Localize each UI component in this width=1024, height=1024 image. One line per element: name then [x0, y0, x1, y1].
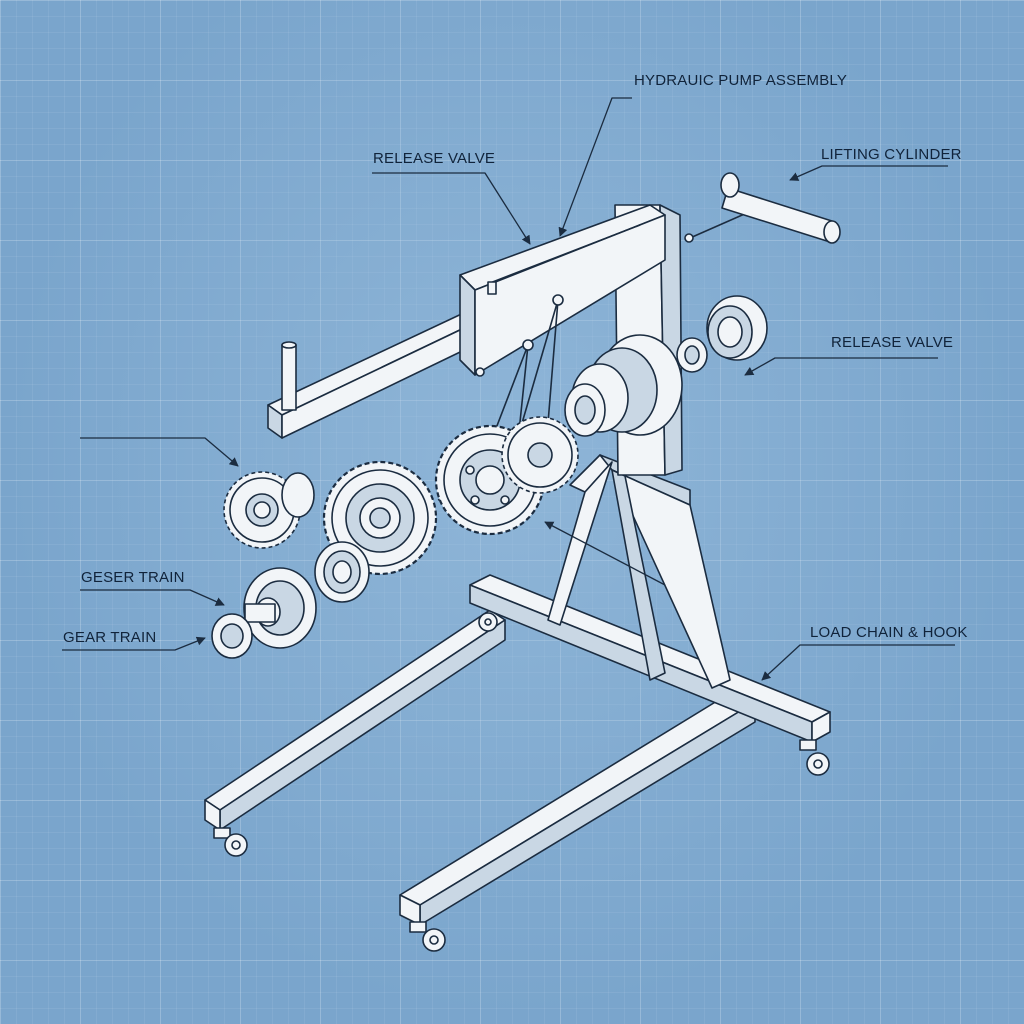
boom-end-post — [281, 341, 297, 411]
label-release-valve-right: RELEASE VALVE — [831, 334, 954, 351]
label-release-valve-top: RELEASE VALVE — [373, 150, 496, 167]
caster-front-right — [409, 921, 446, 952]
pump-housing — [564, 334, 683, 437]
lifting-cylinder-part — [684, 172, 841, 244]
leader-lines — [62, 97, 955, 681]
boom-arm — [267, 204, 666, 439]
label-gear-train: GEAR TRAIN — [63, 629, 157, 646]
label-lifting-cylinder: LIFTING CYLINDER — [821, 146, 962, 163]
label-load-chain-hook: LOAD CHAIN & HOOK — [810, 624, 968, 641]
caster-back-left — [478, 612, 498, 632]
small-nut — [211, 613, 253, 659]
caster-front-left — [213, 827, 248, 857]
label-hydraulic-pump-assembly: HYDRAUIC PUMP ASSEMBLY — [634, 72, 848, 89]
gear-small-left — [223, 471, 315, 549]
upright-a-frame — [547, 454, 731, 689]
bearing-lower-center — [314, 541, 370, 603]
base-leg-left — [204, 609, 506, 831]
base-leg-right — [399, 689, 756, 926]
label-geser-train: GESER TRAIN — [81, 569, 185, 586]
gear-back-right — [501, 416, 579, 494]
release-valve-bearing — [676, 295, 768, 373]
flange-hub — [243, 567, 317, 649]
caster-back-right — [799, 739, 830, 776]
